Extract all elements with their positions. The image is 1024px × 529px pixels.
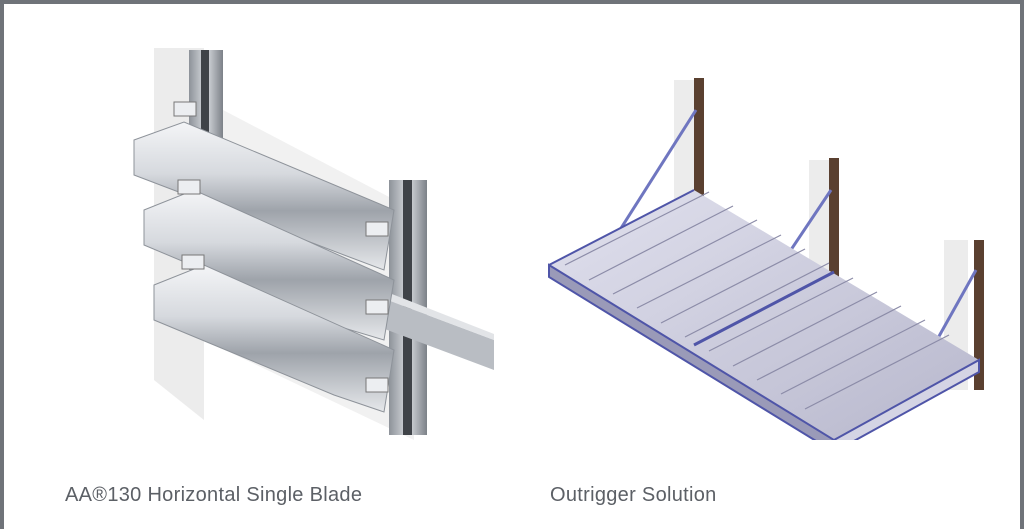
caption-horizontal-single-blade: AA®130 Horizontal Single Blade xyxy=(65,484,363,506)
horizontal-louver-blades-icon xyxy=(133,48,494,440)
product-card-blade xyxy=(94,40,514,440)
outrigger-canopy-icon xyxy=(548,78,984,440)
caption-outrigger-solution: Outrigger Solution xyxy=(550,484,717,506)
product-card-outrigger xyxy=(524,40,1004,440)
